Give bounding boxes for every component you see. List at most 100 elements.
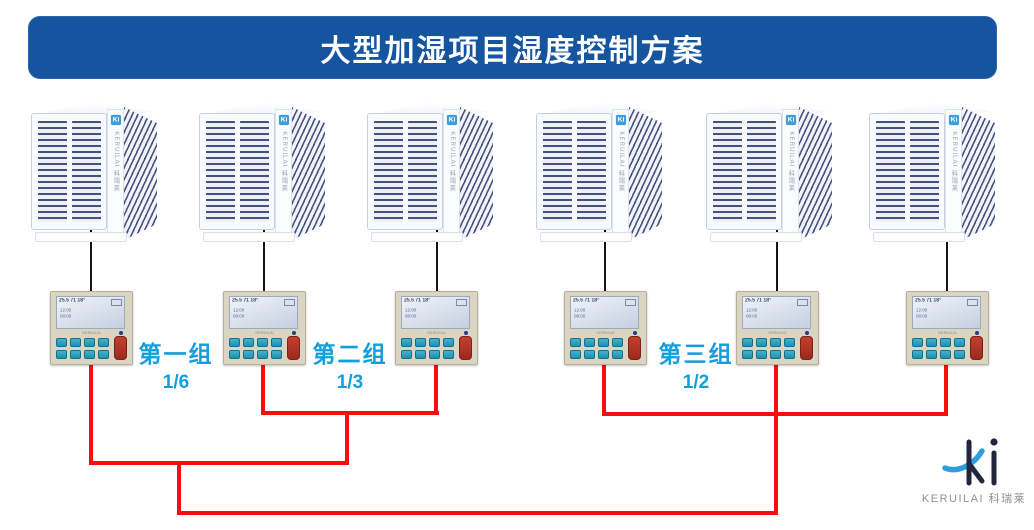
brand-badge-icon: Ki [278,114,289,126]
controller-lcd: 25.5 71 18° 12:00 08:00 [401,296,470,329]
humidifier-unit-5: Ki KERUILAI 科瑞莱 [706,102,832,242]
group2-label: 第二组 1/3 [300,335,400,394]
unit-base [710,232,802,242]
lcd-time-1: 12:00 [916,308,928,314]
controller-keypad[interactable] [742,338,795,359]
group3-label: 第三组 1/2 [646,335,746,394]
controller-keypad[interactable] [229,338,282,359]
power-wire-1 [90,225,92,291]
controller-lcd: 25.5 71 18° 12:00 08:00 [912,296,981,329]
unit-brand-strip: Ki KERUILAI 科瑞莱 [945,109,962,236]
power-wire-2 [263,225,265,291]
power-button[interactable] [114,336,127,360]
brand-badge-icon: Ki [948,114,959,126]
lcd-status-row: 25.5 71 18° [915,298,942,304]
controller-lcd: 25.5 71 18° 12:00 08:00 [742,296,811,329]
power-led [292,331,296,335]
lcd-time-2: 08:00 [405,314,417,320]
controller-brand-label: KERUILAI [938,330,957,336]
lcd-status-row: 25.5 71 18° [59,298,86,304]
signal-wire-c3-drop [434,362,438,415]
controller-lcd: 25.5 71 18° 12:00 08:00 [570,296,639,329]
humidifier-unit-6: Ki KERUILAI 科瑞莱 [869,102,995,242]
power-led [805,331,809,335]
controller-brand-label: KERUILAI [596,330,615,336]
power-wire-3 [436,225,438,291]
signal-wire-bus-drop [177,461,181,515]
group3-name: 第三组 [658,341,734,367]
unit-base [873,232,965,242]
unit-side-louvers [962,107,995,240]
controller-2: 25.5 71 18° 12:00 08:00 KERUILAI [223,291,306,365]
unit-front-louvers [706,113,782,230]
signal-wire-c1-drop [89,362,93,465]
humidifier-unit-4: Ki KERUILAI 科瑞莱 [536,102,662,242]
lcd-time-2: 08:00 [746,314,758,320]
keruilai-logo-icon [942,438,998,486]
power-led [633,331,637,335]
unit-brand-label: KERUILAI 科瑞莱 [112,131,120,192]
power-button[interactable] [970,336,983,360]
signal-wire-group2-link [345,411,349,465]
lcd-time-1: 12:00 [746,308,758,314]
brand-badge-icon: Ki [785,114,796,126]
unit-side-louvers [292,107,325,240]
unit-side-louvers [460,107,493,240]
keruilai-logo: KERUILAI 科瑞莱 [918,430,1030,506]
group2-name: 第二组 [312,341,388,367]
signal-wire-bus-run [177,511,778,515]
unit-base [540,232,632,242]
unit-side-louvers [629,107,662,240]
lcd-battery-icon [967,299,978,306]
unit-front-louvers [869,113,945,230]
controller-keypad[interactable] [912,338,965,359]
unit-brand-label: KERUILAI 科瑞莱 [617,131,625,192]
power-button[interactable] [628,336,641,360]
brand-badge-icon: Ki [615,114,626,126]
lcd-status-row: 25.5 71 18° [232,298,259,304]
group1-label: 第一组 1/6 [126,335,226,394]
unit-brand-label: KERUILAI 科瑞莱 [950,131,958,192]
controller-3: 25.5 71 18° 12:00 08:00 KERUILAI [395,291,478,365]
controller-keypad[interactable] [401,338,454,359]
lcd-time-2: 08:00 [916,314,928,320]
unit-base [371,232,463,242]
lcd-time-1: 12:00 [60,308,72,314]
power-wire-4 [604,225,606,291]
unit-front-louvers [536,113,612,230]
power-led [975,331,979,335]
group3-ratio: 1/2 [682,372,710,393]
power-button[interactable] [287,336,300,360]
title-banner: 大型加湿项目湿度控制方案 [28,16,997,79]
lcd-battery-icon [456,299,467,306]
power-button[interactable] [800,336,813,360]
brand-badge-icon: Ki [446,114,457,126]
power-wire-5 [776,225,778,291]
signal-wire-c2-drop [261,362,265,415]
unit-brand-label: KERUILAI 科瑞莱 [448,131,456,192]
controller-keypad[interactable] [56,338,109,359]
unit-brand-label: KERUILAI 科瑞莱 [280,131,288,192]
lcd-status-row: 25.5 71 18° [573,298,600,304]
controller-5: 25.5 71 18° 12:00 08:00 KERUILAI [736,291,819,365]
power-button[interactable] [459,336,472,360]
unit-brand-strip: Ki KERUILAI 科瑞莱 [443,109,460,236]
lcd-time-1: 12:00 [574,308,586,314]
lcd-battery-icon [111,299,122,306]
controller-keypad[interactable] [570,338,623,359]
power-led [119,331,123,335]
power-led [464,331,468,335]
controller-brand-label: KERUILAI [427,330,446,336]
unit-brand-strip: Ki KERUILAI 科瑞莱 [782,109,799,236]
lcd-status-row: 25.5 71 18° [404,298,431,304]
unit-side-louvers [799,107,832,240]
unit-side-louvers [124,107,157,240]
unit-front-louvers [199,113,275,230]
unit-front-louvers [367,113,443,230]
unit-base [35,232,127,242]
controller-4: 25.5 71 18° 12:00 08:00 KERUILAI [564,291,647,365]
brand-badge-icon: Ki [110,114,121,126]
controller-brand-label: KERUILAI [768,330,787,336]
unit-brand-strip: Ki KERUILAI 科瑞莱 [612,109,629,236]
unit-brand-label: KERUILAI 科瑞莱 [787,131,795,192]
